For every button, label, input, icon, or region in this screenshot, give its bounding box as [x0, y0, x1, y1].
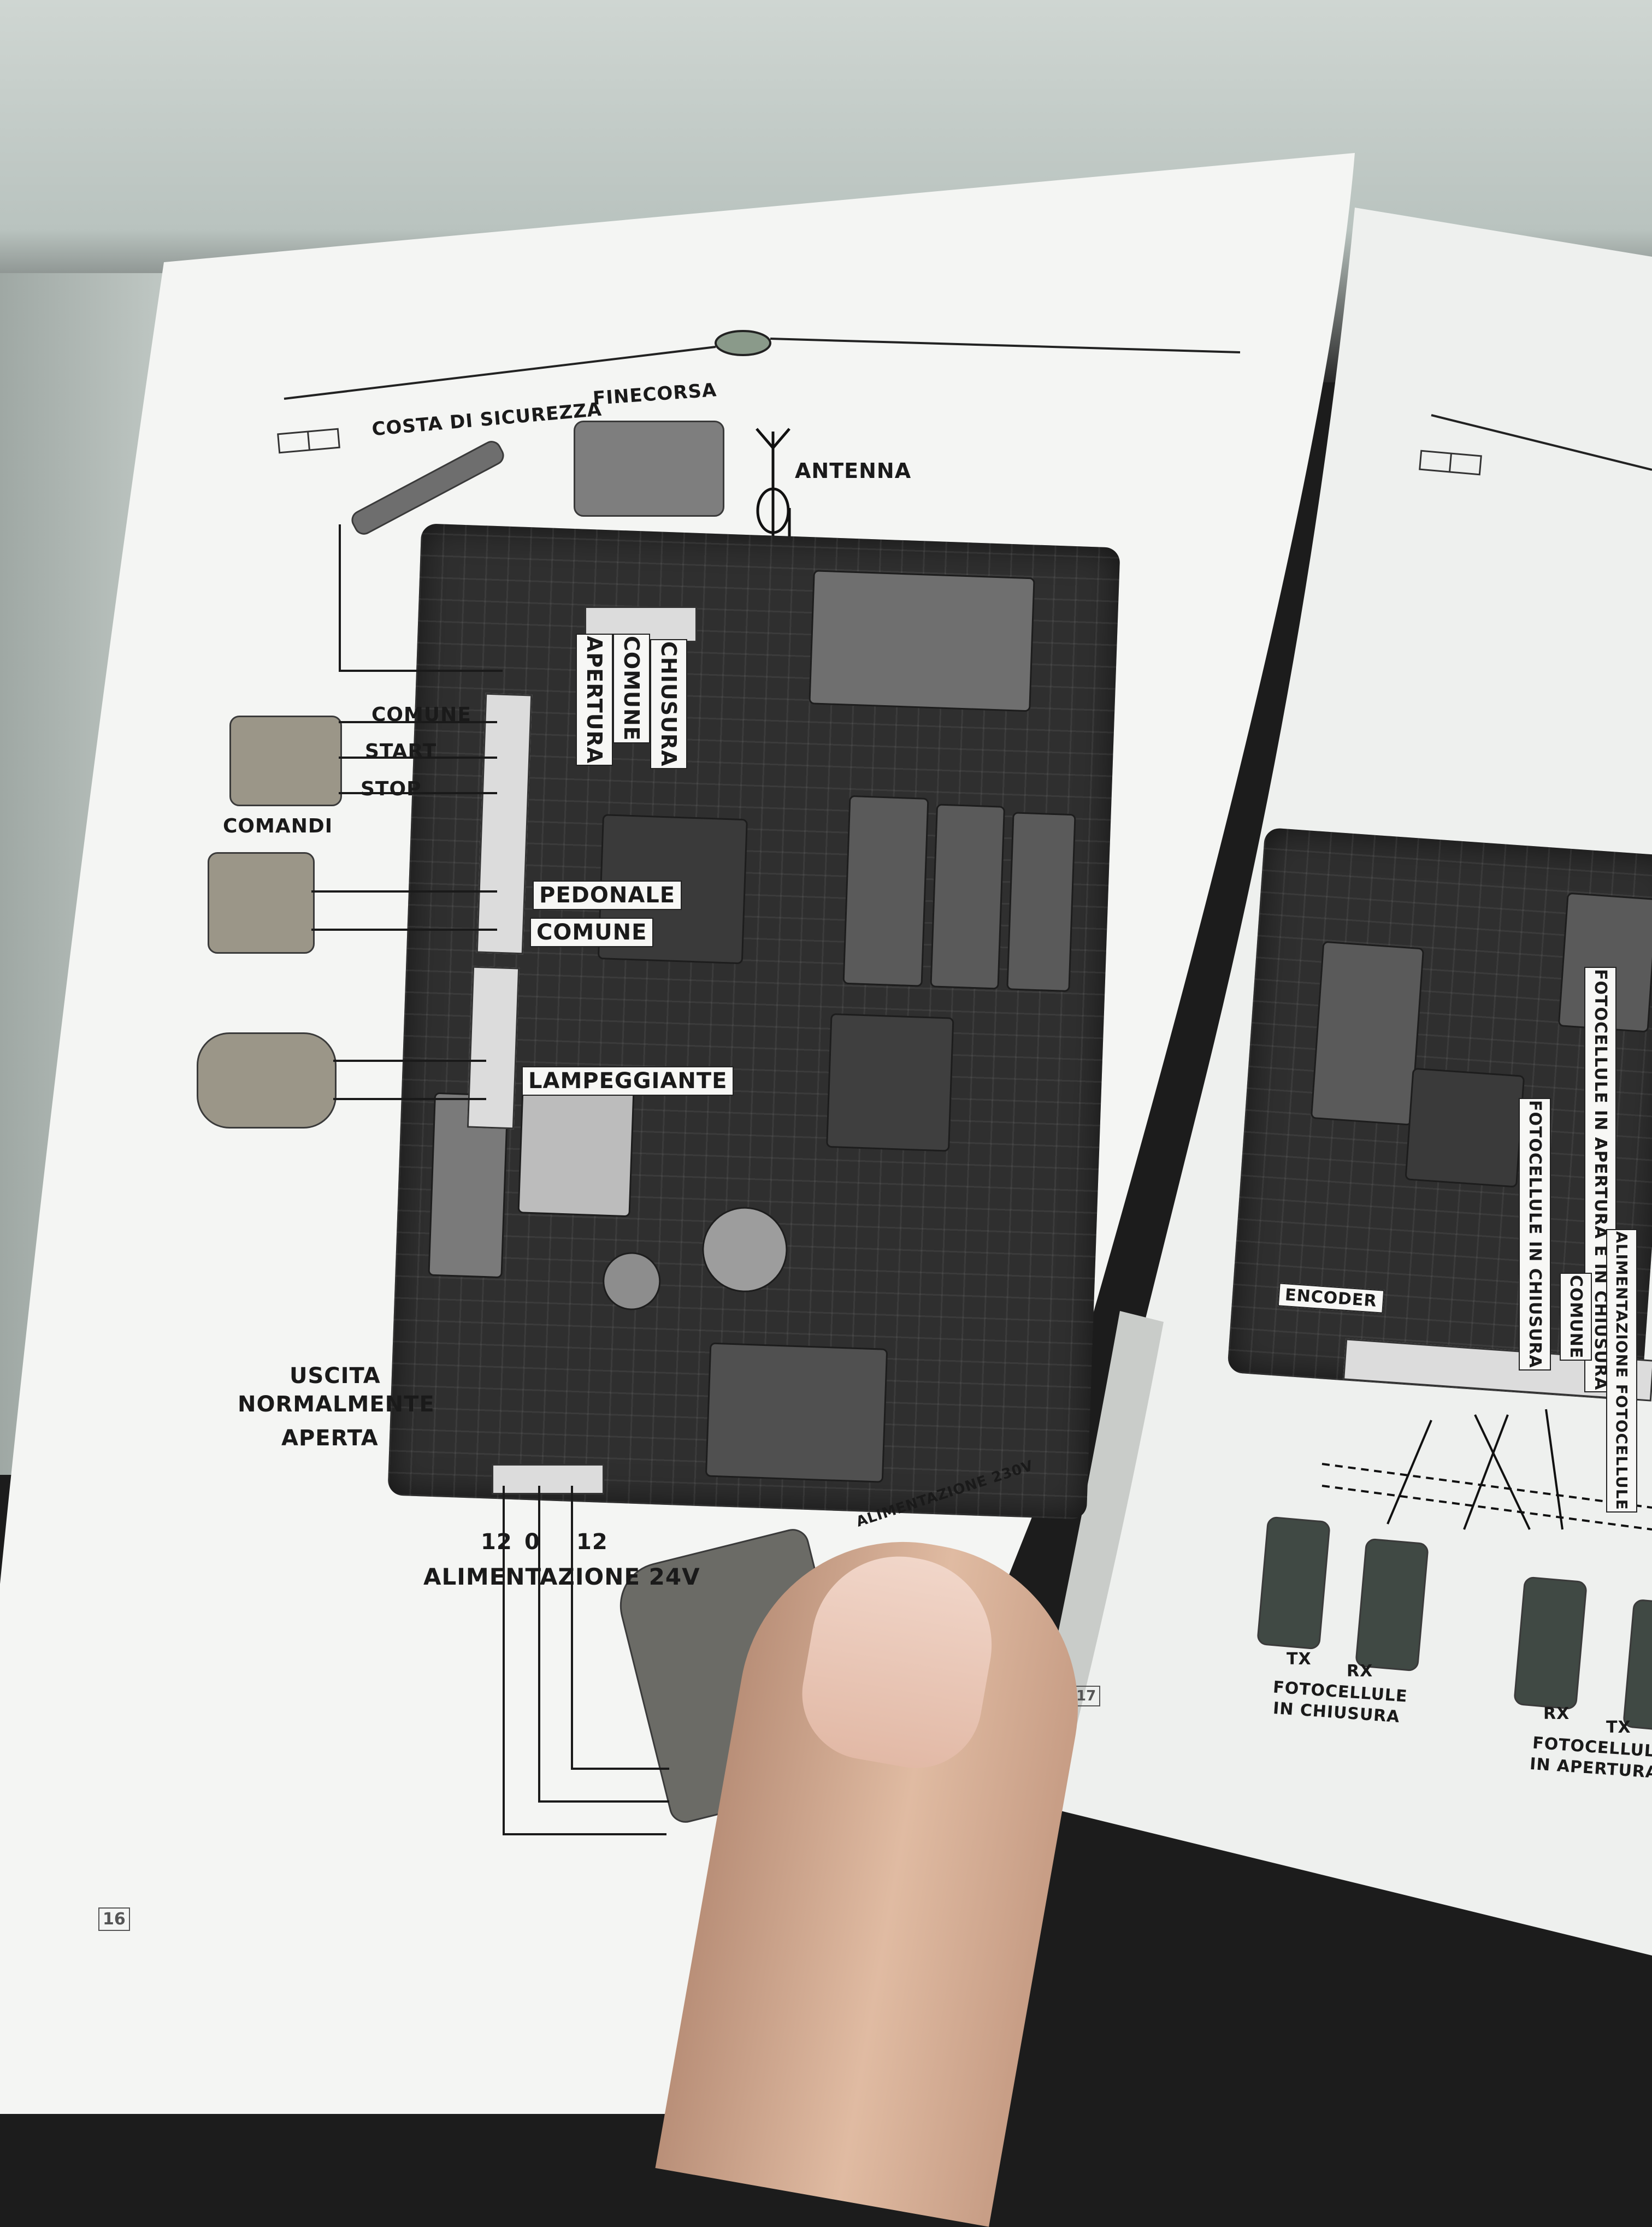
label-alimentazione-fotocellule-1: ALIMENTAZIONE [1613, 1231, 1631, 1379]
limit-switch-device [574, 421, 724, 517]
label-supply-12b: 12 [576, 1529, 608, 1555]
wire-start [339, 757, 497, 759]
label-comune-pedonale: COMUNE [530, 918, 654, 947]
label-uscita: USCITA [290, 1363, 381, 1389]
label-stop: STOP [361, 778, 422, 800]
right-wiring-dashed [1321, 1409, 1652, 1531]
terminal-block-power [492, 1464, 604, 1494]
heatsink [826, 1013, 954, 1152]
label-apertura: APERTURA [576, 634, 613, 766]
wire-stop [339, 792, 497, 794]
relay-2 [930, 804, 1006, 990]
label-aperta: APERTA [281, 1426, 379, 1451]
inductor [705, 1342, 888, 1483]
terminal-block-commands [476, 693, 533, 955]
label-lampeggiante: LAMPEGGIANTE [522, 1066, 734, 1096]
label-rx-2: RX [1543, 1704, 1570, 1723]
wire-power-bottom-2 [538, 1800, 669, 1803]
label-start: START [365, 740, 437, 763]
wire-power-2 [538, 1486, 540, 1803]
wire-safety-edge-h [339, 670, 503, 672]
label-fotocellule-chiusura: FOTOCELLULE IN CHIUSURA [1519, 1098, 1551, 1371]
right-relay-1 [1310, 941, 1425, 1126]
label-alimentazione-24v: ALIMENTAZIONE 24V [423, 1563, 700, 1590]
photocell-rx-closing [1354, 1538, 1430, 1672]
label-chiusura: CHIUSURA [650, 639, 687, 769]
label-alimentazione-fotocellule: ALIMENTAZIONE FOTOCELLULE [1606, 1229, 1637, 1513]
label-alimentazione-fotocellule-2: FOTOCELLULE [1613, 1384, 1631, 1510]
right-chip [1405, 1067, 1525, 1188]
key-switch-device [208, 852, 315, 954]
transformer-relay [517, 1084, 635, 1218]
wire-pedonale [311, 890, 497, 893]
label-tx-1: TX [1287, 1650, 1312, 1669]
wire-comune [339, 721, 497, 723]
label-supply-12a: 12 [481, 1529, 512, 1555]
flashing-lamp-device [197, 1032, 337, 1129]
keypad-device [229, 716, 342, 806]
wire-power-bottom-1 [503, 1833, 666, 1835]
label-rx-1: RX [1347, 1662, 1373, 1681]
relay-3 [1006, 812, 1076, 993]
wire-lamp-1 [333, 1060, 486, 1062]
wire-power-bottom-3 [571, 1768, 669, 1770]
wire-power-3 [571, 1486, 573, 1770]
wire-lamp-2 [333, 1098, 486, 1100]
label-pedonale: PEDONALE [533, 881, 682, 910]
wire-comune-ped [311, 929, 497, 931]
relay-1 [842, 795, 929, 987]
left-page-number: 16 [98, 1907, 130, 1931]
label-supply-0: 0 [524, 1529, 540, 1555]
wire-power-1 [503, 1486, 505, 1835]
photocell-rx-opening [1513, 1576, 1588, 1710]
terminal-block-lamp [467, 966, 520, 1130]
label-comune-finecorsa: COMUNE [613, 634, 650, 743]
label-normalmente: NORMALMENTE [238, 1392, 435, 1417]
label-antenna: ANTENNA [795, 459, 912, 483]
wire-safety-edge [339, 524, 341, 672]
lcd-display [809, 570, 1035, 712]
label-comandi: COMANDI [223, 815, 333, 837]
label-right-comune: COMUNE [1560, 1273, 1592, 1361]
label-comune: COMUNE [371, 704, 471, 726]
label-tx-2: TX [1606, 1718, 1631, 1737]
